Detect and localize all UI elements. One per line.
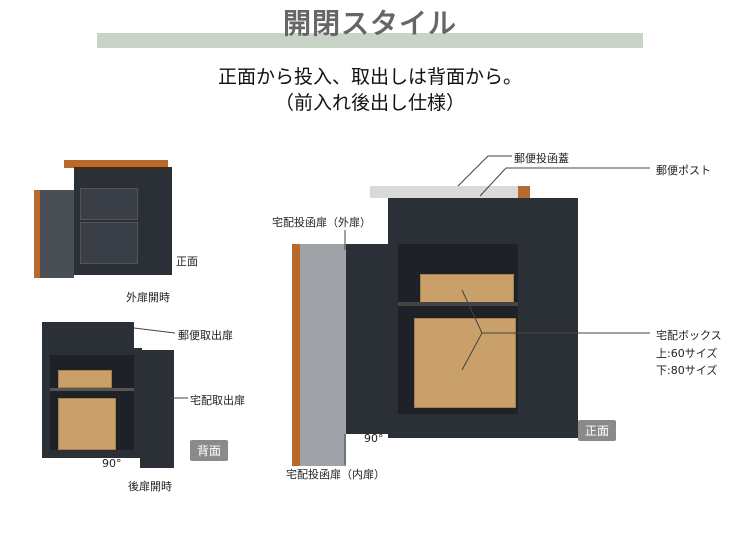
size-upper: 上:60サイズ: [656, 347, 718, 360]
caption-back-door-open: 後扉開時: [128, 480, 172, 493]
label-parcel-box: 宅配ボックス: [656, 329, 722, 342]
label-mailbox: 郵便ポスト: [656, 164, 711, 177]
subtitle-line1: 正面から投入、取出しは背面から。: [217, 66, 522, 88]
size-lower: 下:80サイズ: [656, 364, 718, 377]
label-front: 正面: [176, 255, 198, 268]
label-parcel-door: 宅配取出扉: [190, 394, 245, 407]
label-mail-lid: 郵便投函蓋: [514, 152, 569, 165]
caption-outer-door-open: 外扉開時: [126, 291, 170, 304]
badge-front: 正面: [578, 420, 617, 441]
label-inner-door: 宅配投函扉（内扉）: [286, 468, 385, 481]
angle-front: 90°: [364, 432, 384, 445]
title-band: [97, 33, 643, 48]
angle-back: 90°: [102, 457, 122, 470]
label-mail-door: 郵便取出扉: [178, 329, 233, 342]
subtitle-line2: （前入れ後出し仕様）: [274, 92, 465, 114]
badge-back: 背面: [190, 440, 229, 461]
page-title: 開閉スタイル: [282, 7, 457, 40]
label-outer-door: 宅配投函扉（外扉）: [272, 216, 371, 229]
